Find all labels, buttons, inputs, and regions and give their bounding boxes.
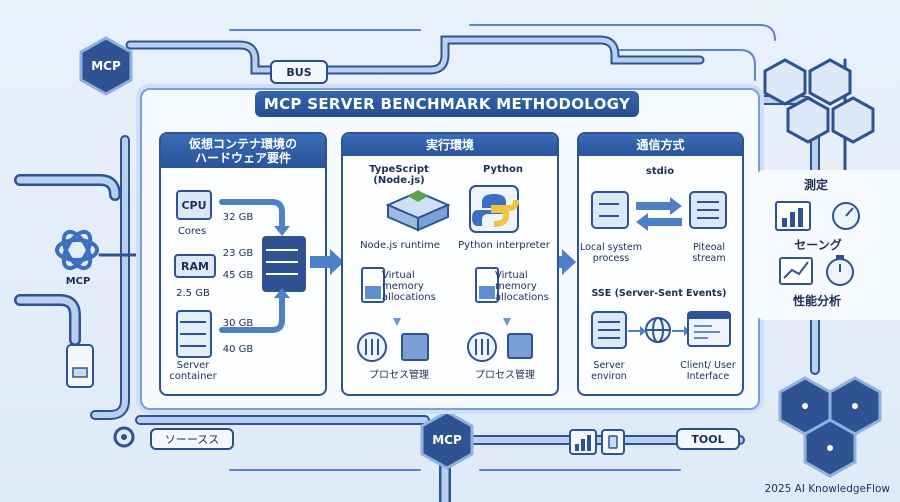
- py-mem-1: Virtual: [495, 270, 528, 281]
- gauge-icon: [832, 202, 860, 230]
- communication-heading: 通信方式: [579, 134, 742, 156]
- python-title: Python: [483, 164, 523, 175]
- server-line2: container: [169, 371, 217, 382]
- bus-tag: BUS: [270, 60, 328, 84]
- stdio-title: stdio: [645, 166, 675, 177]
- server-environ-line1: Server: [593, 360, 625, 371]
- mcp-hex-bottom: MCP: [432, 433, 462, 447]
- globe-icon: [645, 317, 671, 343]
- tool-tag: TOOL: [676, 428, 740, 450]
- line-chart-icon: [779, 257, 813, 285]
- py-mem-3: allocations: [495, 292, 549, 303]
- python-interpreter-label: Python interpreter: [458, 240, 550, 251]
- bar-chart-icon: [775, 201, 811, 231]
- ram-icon: RAM: [174, 254, 216, 278]
- source-tag: ソーースス: [150, 428, 234, 450]
- server-environ-line2: environ: [591, 371, 627, 382]
- ts-mem-1: Virtual: [382, 270, 415, 281]
- local-process-icon: [591, 191, 629, 229]
- performance-analysis: 性能分析: [792, 294, 841, 308]
- capacity-1: 32 GB: [222, 212, 254, 223]
- local-line2: process: [592, 253, 630, 264]
- sse-title: SSE (Server-Sent Events): [591, 288, 727, 299]
- footer-copyright: 2025 AI KnowledgeFlow: [764, 483, 890, 495]
- client-window-icon: [687, 311, 731, 347]
- local-line1: Local system: [580, 242, 642, 253]
- memory-bar-icon: [361, 267, 499, 303]
- measurement-area: [756, 170, 900, 320]
- measurement-title: 測定: [803, 178, 828, 192]
- mcp-knot-logo: [55, 229, 99, 271]
- hardware-heading-line2: ハードウェア要件: [194, 151, 291, 165]
- bidirectional-arrows-icon: [636, 197, 682, 231]
- hardware-heading-line1: 仮想コンテナ環境の: [188, 137, 297, 151]
- mcp-hex-top: MCP: [91, 59, 121, 73]
- nodejs-stack-icon: [385, 190, 451, 232]
- server-environ-icon: [591, 311, 627, 349]
- nodejs-runtime-label: Node.js runtime: [360, 240, 440, 251]
- capacity-5: 40 GB: [222, 344, 254, 355]
- cores-label: Cores: [177, 226, 207, 237]
- container-cube-icon: [401, 333, 533, 361]
- py-process-label: プロセス管理: [475, 370, 535, 381]
- gear-icon: [113, 426, 135, 448]
- server-line1: Server: [176, 360, 210, 371]
- capacity-2: 23 GB: [222, 248, 254, 259]
- process-sliders-icon: [357, 332, 497, 362]
- ts-mem-2: memory: [382, 281, 424, 292]
- measurement-sub: セーング: [794, 238, 842, 252]
- python-logo-icon: [469, 185, 519, 233]
- capacity-3: 45 GB: [222, 270, 254, 281]
- mcp-logo-label: MCP: [65, 276, 91, 287]
- page-title: MCP SERVER BENCHMARK METHODOLOGY: [255, 91, 639, 117]
- py-mem-2: memory: [495, 281, 537, 292]
- communication-panel: [577, 132, 744, 396]
- client-line1: Client/ User: [680, 360, 736, 371]
- ts-mem-3: allocations: [382, 292, 436, 303]
- cpu-label: CPU: [181, 198, 207, 212]
- client-line2: Interface: [686, 371, 730, 382]
- pipe-stream-icon: [689, 191, 727, 229]
- ts-process-label: プロセス管理: [369, 370, 429, 381]
- pipe-line1: Piteoal: [692, 242, 725, 253]
- ram-size: 2.5 GB: [176, 288, 210, 299]
- runtime-heading: 実行環境: [343, 134, 557, 156]
- hardware-heading: 仮想コンテナ環境のハードウェア要件: [161, 134, 325, 168]
- typescript-title: TypeScript (Node.js): [369, 164, 429, 186]
- ram-label: RAM: [181, 259, 209, 273]
- stopwatch-icon: [826, 255, 854, 286]
- cpu-chip-icon: CPU: [176, 190, 212, 220]
- capacity-4: 30 GB: [222, 318, 254, 329]
- pipe-line2: stream: [692, 253, 726, 264]
